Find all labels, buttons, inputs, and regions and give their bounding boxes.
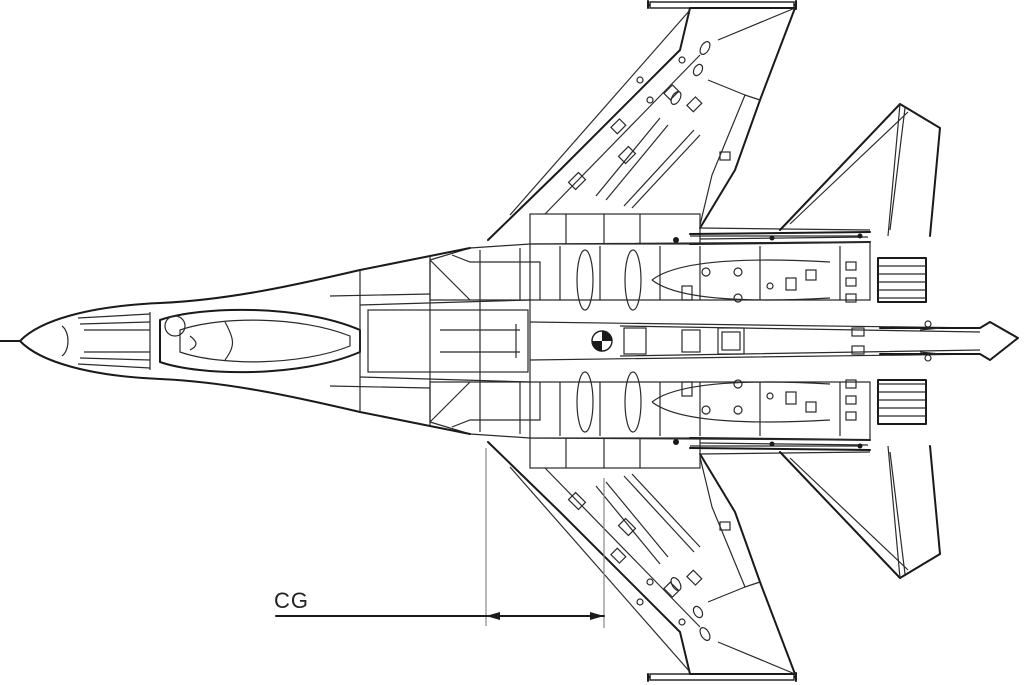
lower-nacelle xyxy=(429,371,927,441)
upper-wing xyxy=(487,0,871,245)
upper-stabilizer xyxy=(779,103,941,237)
upper-nacelle xyxy=(429,241,927,311)
fuselage xyxy=(0,244,1019,438)
cg-dimension xyxy=(275,448,605,628)
lower-stabilizer xyxy=(779,445,941,579)
cg-arrow-right xyxy=(590,612,604,620)
lower-wing xyxy=(487,437,871,682)
cg-arrow-left xyxy=(486,612,500,620)
cg-label: CG xyxy=(274,588,309,613)
